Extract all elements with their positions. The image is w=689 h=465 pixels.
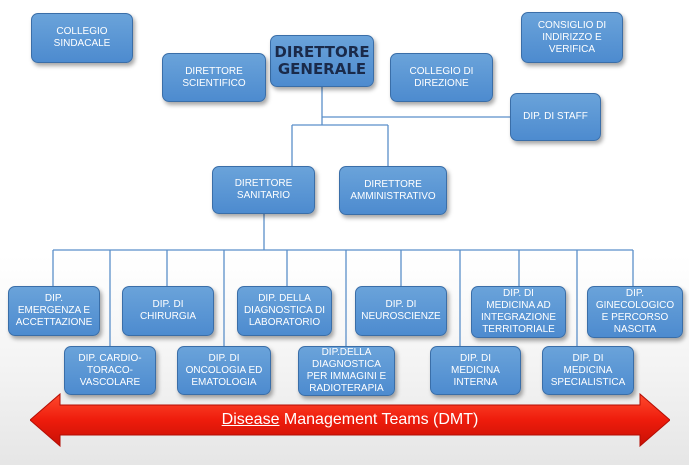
- dept-box-chirurgia: DIP. DI CHIRURGIA: [122, 286, 214, 336]
- dmt-label-disease: Disease: [221, 411, 280, 428]
- dmt-label: Disease Management Teams (DMT): [30, 393, 670, 447]
- direttore-generale-box: DIRETTORE GENERALE: [270, 35, 374, 87]
- dept-box-cardio-toraco-vascolare: DIP. CARDIO- TORACO- VASCOLARE: [64, 346, 156, 395]
- consiglio-indirizzo-verifica-box: CONSIGLIO DI INDIRIZZO E VERIFICA: [521, 12, 623, 63]
- dept-box-ginecologico: DIP. GINECOLOGICO E PERCORSO NASCITA: [587, 286, 683, 338]
- direttore-sanitario-box: DIRETTORE SANITARIO: [212, 166, 315, 214]
- dip-staff-box: DIP. DI STAFF: [510, 93, 601, 141]
- dept-box-medicina-interna: DIP. DI MEDICINA INTERNA: [430, 346, 521, 395]
- dept-box-diagnostica-laboratorio: DIP. DELLA DIAGNOSTICA DI LABORATORIO: [237, 286, 332, 336]
- dmt-label-rest: Management Teams (DMT): [279, 411, 479, 428]
- dmt-double-arrow: Disease Management Teams (DMT): [29, 392, 671, 448]
- direttore-amministrativo-box: DIRETTORE AMMINISTRATIVO: [339, 166, 447, 215]
- collegio-direzione-box: COLLEGIO DI DIREZIONE: [390, 53, 493, 102]
- collegio-sindacale-box: COLLEGIO SINDACALE: [31, 13, 133, 63]
- direttore-scientifico-box: DIRETTORE SCIENTIFICO: [162, 53, 266, 102]
- dept-box-oncologia-ematologia: DIP. DI ONCOLOGIA ED EMATOLOGIA: [177, 346, 271, 395]
- dept-box-emergenza: DIP. EMERGENZA E ACCETTAZIONE: [8, 286, 100, 336]
- dept-box-diagnostica-immagini: DIP.DELLA DIAGNOSTICA PER IMMAGINI E RAD…: [298, 346, 395, 396]
- dept-box-neuroscienze: DIP. DI NEUROSCIENZE: [355, 286, 447, 336]
- dept-box-medicina-integrazione: DIP. DI MEDICINA AD INTEGRAZIONE TERRITO…: [471, 286, 566, 338]
- dept-box-medicina-specialistica: DIP. DI MEDICINA SPECIALISTICA: [542, 346, 634, 395]
